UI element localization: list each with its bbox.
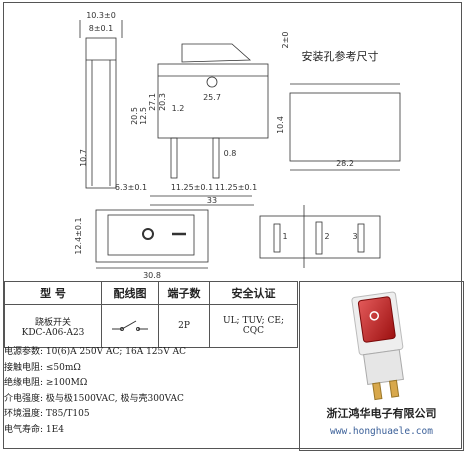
pivot-circle <box>206 76 218 88</box>
model-type: 跷板开关 <box>34 317 71 328</box>
top-view-body <box>95 209 209 263</box>
spec-insulation-resistance: 绝缘电阻: ≥100MΩ <box>4 378 88 389</box>
pin-label-2: 2 <box>324 232 329 241</box>
dim-20-5: 20.5 <box>130 107 139 125</box>
dim-0-8: 0.8 <box>224 149 237 158</box>
dim-8: 8±0.1 <box>89 24 114 33</box>
header-certification: 安全认证 <box>209 281 298 305</box>
dim-28-2: 28.2 <box>336 159 354 168</box>
spec-dielectric-strength: 介电强度: 极与极1500VAC, 极与壳300VAC <box>4 393 184 404</box>
pin-left <box>170 137 178 179</box>
on-mark-circle <box>142 228 154 240</box>
company-name: 浙江鸿华电子有限公司 <box>326 407 437 420</box>
dim-12-5: 12.5 <box>139 107 148 125</box>
pin-right <box>212 137 220 179</box>
spec-temperature: 环境温度: T85/T105 <box>4 409 90 420</box>
switch-photo <box>351 291 404 401</box>
header-terminals: 端子数 <box>158 281 210 305</box>
product-photo-panel: 浙江鸿华电子有限公司 www.honghuaele.com <box>299 281 464 451</box>
dim-10-4: 10.4 <box>276 116 285 134</box>
model-cell: 跷板开关 KDC-A06-A23 <box>4 304 102 348</box>
dim-1-2: 1.2 <box>172 104 185 113</box>
bottom-view-body <box>259 215 381 259</box>
dim-25-7: 25.7 <box>203 93 221 102</box>
dim-30-8: 30.8 <box>143 271 161 280</box>
pin-label-1: 1 <box>282 232 287 241</box>
spec-table: 型 号 配线图 端子数 安全认证 跷板开关 KDC-A06-A23 <box>4 281 298 348</box>
dim-6-3: 6.3±0.1 <box>115 183 147 192</box>
cert-cqc: CQC <box>242 326 265 336</box>
header-model: 型 号 <box>4 281 102 305</box>
side-view-body <box>85 37 117 189</box>
spec-power: 电源参数: 10(6)A 250V AC; 16A 125V AC <box>4 347 187 357</box>
mount-hole-rect <box>289 92 401 162</box>
wiring-cell <box>101 304 159 348</box>
spec-electrical-life: 电气寿命: 1E4 <box>4 424 64 435</box>
electrical-specs: 电源参数: 10(6)A 250V AC; 16A 125V AC 接触电阻: … <box>4 345 298 439</box>
wiring-diagram-icon <box>112 320 148 331</box>
rocker-top <box>181 43 252 63</box>
outer-frame <box>3 2 462 449</box>
mount-hole-title: 安装孔参考尺寸 <box>302 49 379 63</box>
dim-2: 2±0 <box>281 32 290 49</box>
dim-10-7: 10.7 <box>79 149 88 167</box>
spec-contact-resistance: 接触电阻: ≤50mΩ <box>4 362 81 373</box>
header-wiring: 配线图 <box>101 281 159 305</box>
dim-12-4: 12.4±0.1 <box>74 217 83 254</box>
dim-20-3: 20.3 <box>158 93 167 111</box>
pin-label-3: 3 <box>352 232 357 241</box>
dim-11-25-b: 11.25±0.1 <box>215 183 257 192</box>
dim-11-25-a: 11.25±0.1 <box>171 183 213 192</box>
terminal-count: 2P <box>158 304 210 348</box>
dim-33: 33 <box>207 196 217 205</box>
dim-27-1: 27.1 <box>148 93 157 111</box>
cert-cell: UL; TUV; CE; CQC <box>209 304 298 348</box>
dim-10-3: 10.3±0 <box>86 11 116 20</box>
model-number: KDC-A06-A23 <box>21 327 85 338</box>
company-website: www.honghuaele.com <box>330 426 433 437</box>
cert-list: UL; TUV; CE; <box>222 316 285 326</box>
technical-drawing: 10.3±0 8±0.1 25.7 27.1 20.3 1.2 12.5 20.… <box>74 11 401 280</box>
